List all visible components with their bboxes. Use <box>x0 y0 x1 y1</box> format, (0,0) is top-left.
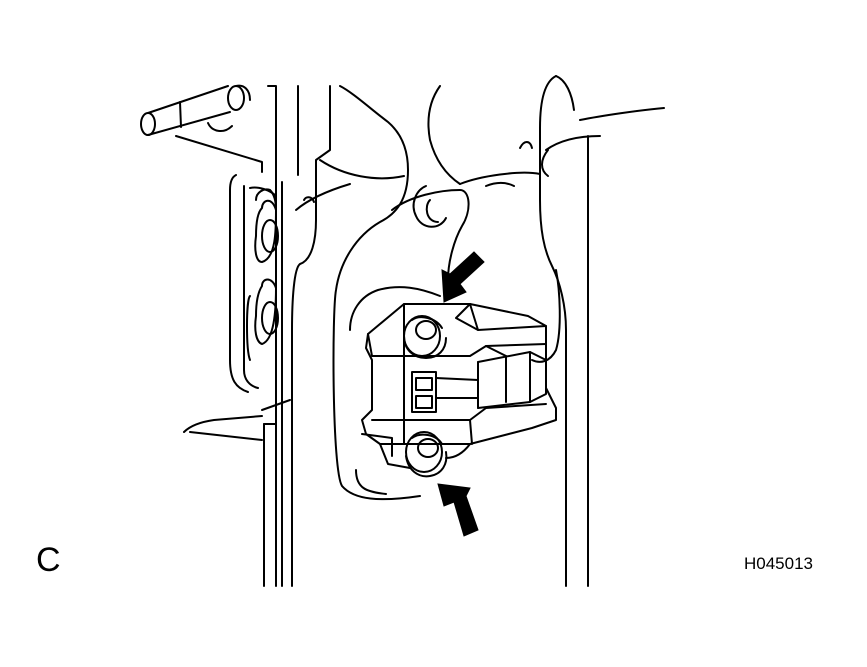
upper-bolt <box>403 315 447 359</box>
pillar-outline <box>263 85 331 587</box>
figure-code-label: H045013 <box>744 554 814 573</box>
body-panel <box>183 85 541 501</box>
upper-arrow <box>441 251 485 303</box>
door-panel-right <box>485 75 665 587</box>
bolt-arrows <box>437 251 485 537</box>
lower-bolt <box>405 431 471 478</box>
door-frame-left <box>229 85 299 421</box>
lower-arrow <box>437 483 479 537</box>
panel-letter-label: C <box>36 541 61 579</box>
door-hinge <box>361 303 557 469</box>
check-rod-pin <box>140 84 263 173</box>
